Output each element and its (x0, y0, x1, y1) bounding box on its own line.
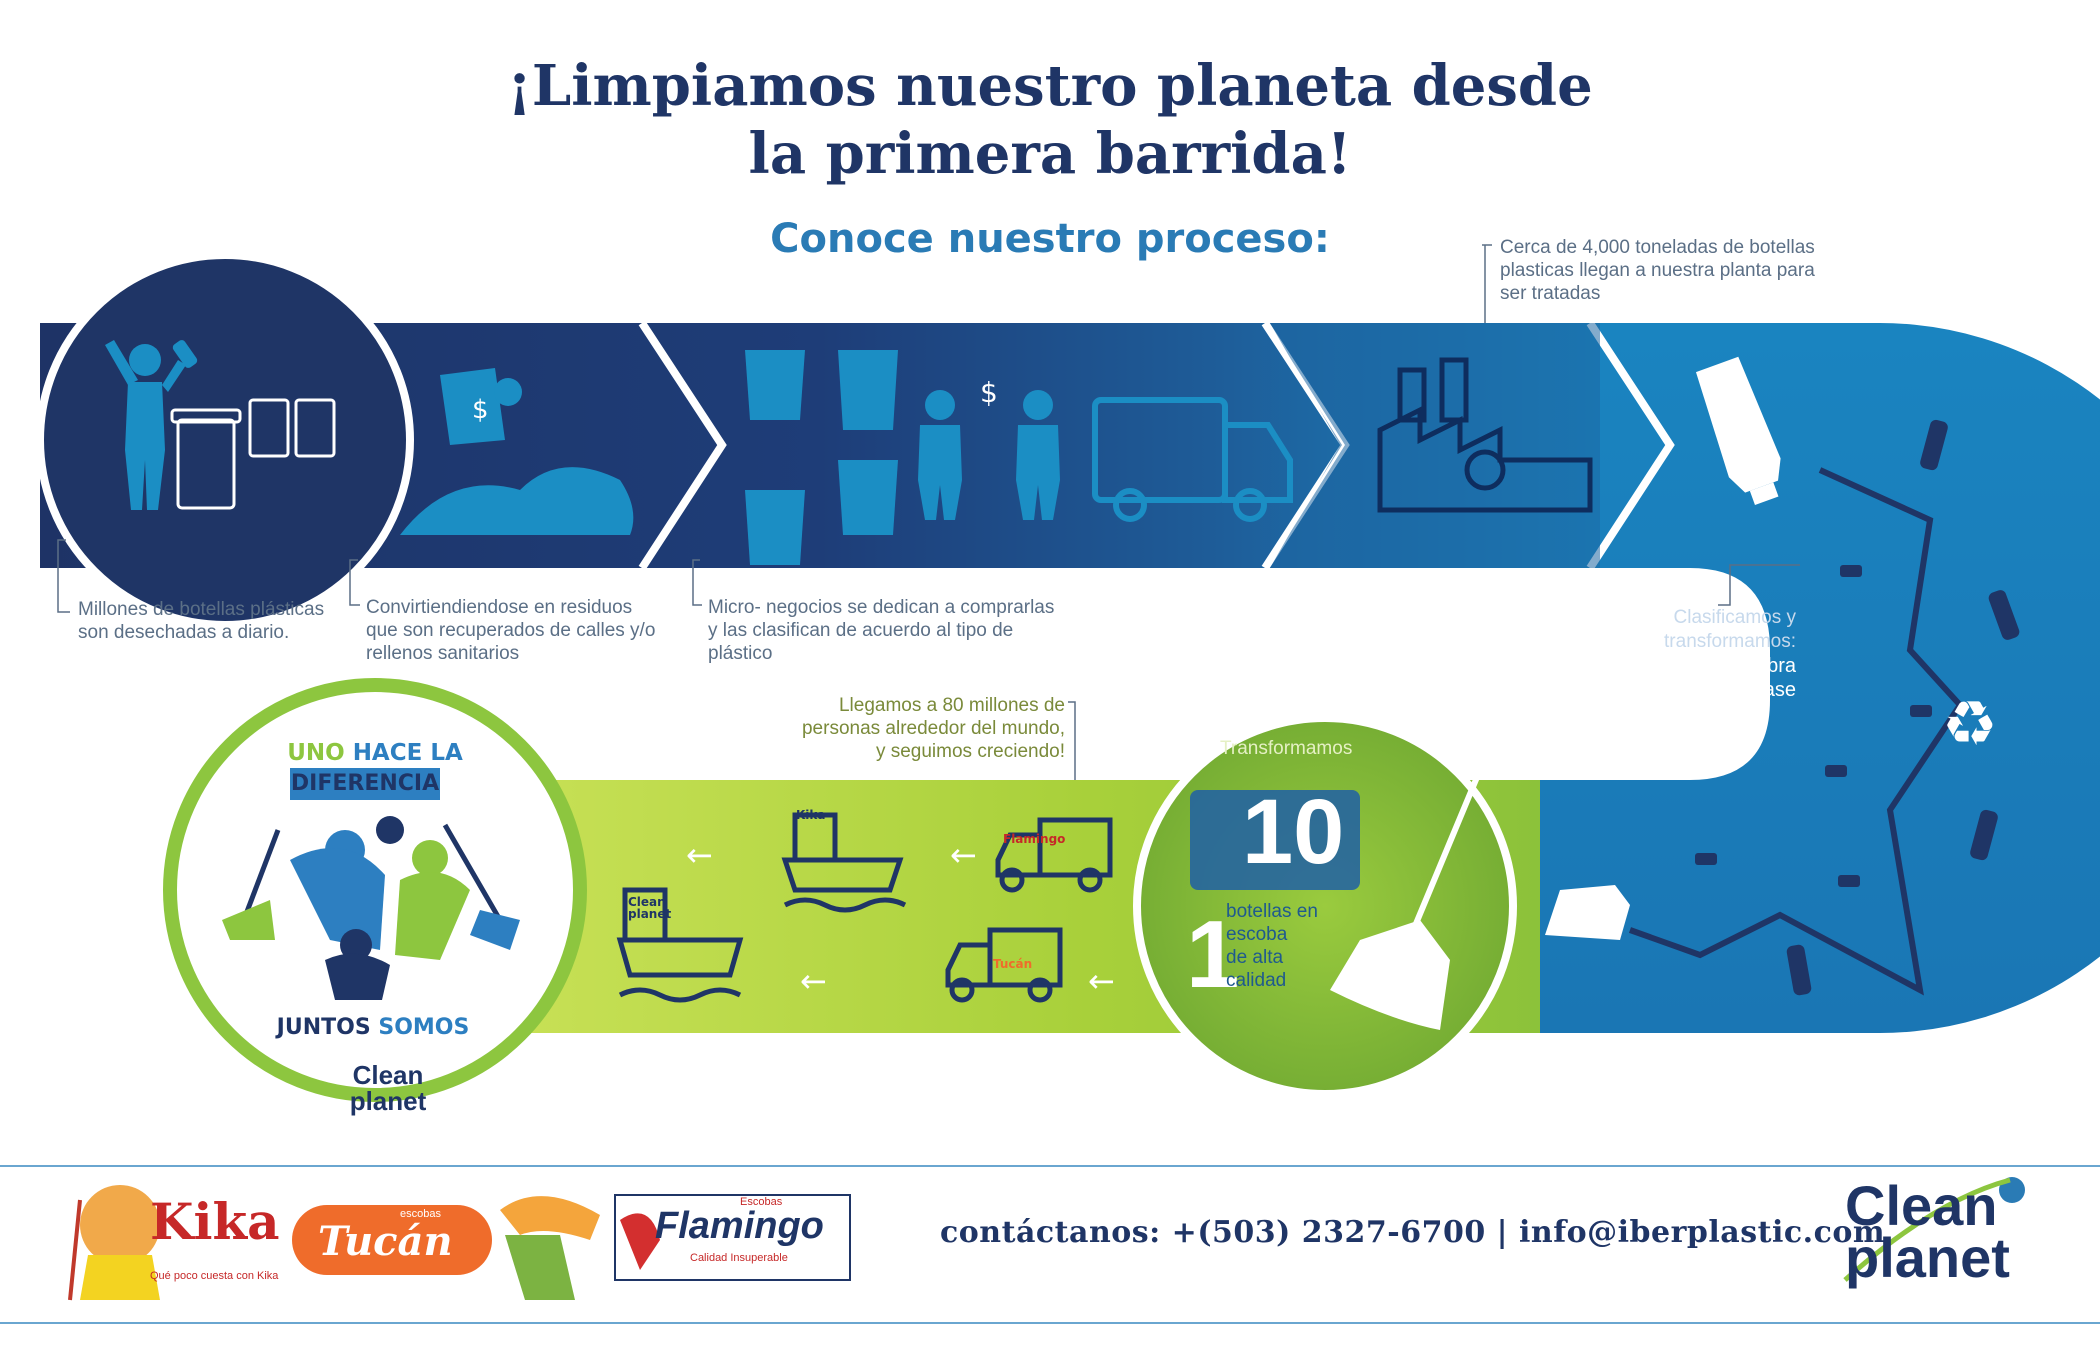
page-title: ¡Limpiamos nuestro planeta desde la prim… (0, 52, 2100, 188)
flamingo-logo-icon (614, 1194, 851, 1281)
recycle-icon: ♻ (1942, 687, 1998, 760)
footer-top-line (0, 1165, 2100, 1167)
caption-step-2: Convirtiendiendose en residuos que son r… (366, 597, 656, 664)
broom-head-icon (1545, 885, 1630, 940)
cap-shapes (1695, 565, 1932, 887)
cleanplanet-footer-logo: Clean planet (1845, 1174, 2015, 1289)
arrow-left-icon-3: ← (800, 962, 827, 1000)
transform-text-line-4: calidad (1226, 970, 1287, 991)
tucan-logo: Tucán (318, 1218, 453, 1265)
caption-leaders (57, 244, 1800, 780)
flamingo-small: Escobas (740, 1196, 783, 1208)
person-bins-icon (105, 340, 198, 510)
chevron-inner-light (1586, 320, 1675, 571)
tucan-small: escobas (400, 1208, 441, 1220)
cleanplanet-footer-planet: planet (1845, 1226, 2010, 1289)
big-number-one: 1 (1186, 901, 1240, 1008)
truck-icon-2 (945, 927, 1063, 1003)
caption-step-7: Llegamos a 80 millones de personas alred… (801, 695, 1065, 762)
badge-hace-la: HACE LA (352, 740, 463, 766)
subtitle: Conoce nuestro proceso: (770, 216, 1330, 262)
transform-text-line-3: de alta (1226, 947, 1284, 968)
caption-step-5: Clasificamos y transformamos: botellas= … (1540, 606, 1796, 702)
ship-label-clean-a: Clean (628, 895, 666, 909)
ship-label-kika: Kika (796, 808, 826, 822)
flamingo-tagline: Calidad Insuperable (690, 1252, 788, 1264)
badge-diferencia: DIFERENCIA (290, 768, 440, 800)
badge-bottom: JUNTOS SOMOS (253, 1015, 493, 1040)
caption-step-1: Millones de botellas plásticas son desec… (78, 599, 325, 643)
arrow-left-icon-1: ← (686, 836, 713, 874)
caption-step-5-line-2: transformamos: (1664, 631, 1796, 652)
plastic-bottle-icon (1695, 356, 1781, 506)
ship-label-clean: Clean planet (628, 896, 671, 920)
traders-icon (918, 390, 1060, 520)
trash-pile-icon (400, 368, 634, 535)
kika-logo: Kika (150, 1192, 280, 1251)
caption-step-4: Cerca de 4,000 toneladas de botellas pla… (1500, 237, 1815, 304)
transform-heading: Transformamos (1220, 738, 1353, 759)
big-number-ten: 10 (1242, 781, 1345, 883)
kika-logo-icon (68, 1185, 160, 1301)
cleanplanet-footer-clean: Clean (1845, 1174, 1998, 1237)
bottle-baskets-icon (745, 350, 898, 565)
caption-step-5-line-1: Clasificamos y (1673, 607, 1796, 628)
sorting-line (1628, 467, 1964, 996)
cleanplanet-footer-globe-icon (1843, 1177, 2025, 1282)
ship-label-clean-b: planet (628, 907, 672, 921)
badge-logo-planet: planet (349, 1086, 427, 1116)
distribution-icons (616, 812, 1113, 1003)
transform-text-line-2: escoba (1226, 924, 1288, 945)
bottles-group-icon (1190, 790, 1360, 890)
truck-label-tucan: Tucán (993, 957, 1033, 971)
trade-dollar-icon: $ (980, 376, 998, 409)
factory-icon (1377, 357, 1593, 513)
arrow-left-icon-4: ← (1088, 962, 1115, 1000)
badge-logo: Clean planet (328, 1062, 448, 1114)
flamingo-logo: Flamingo (655, 1205, 824, 1247)
truck-icon-1 (995, 817, 1113, 893)
badge-uno: UNO (287, 740, 345, 766)
tucan-logo-icon (292, 1196, 600, 1300)
bottle-shapes (1786, 419, 2020, 996)
badge-logo-clean: Clean (352, 1060, 424, 1090)
title-line-2: la primera barrida! (748, 121, 1352, 187)
footer-bottom-line (0, 1322, 2100, 1324)
left-circle (36, 251, 414, 629)
truck-label-flamingo: Flamingo (1003, 832, 1066, 846)
caption-step-3: Micro- negocios se dedican a comprarlas … (708, 597, 1055, 664)
broom-icon (1330, 768, 1483, 1030)
ship-icon-2 (616, 887, 744, 1003)
title-line-1: ¡Limpiamos nuestro planeta desde (507, 53, 1593, 119)
dollar-icon: $ (472, 395, 489, 425)
family-figures-icon (222, 816, 520, 1000)
badge-somos: SOMOS (378, 1015, 470, 1040)
badge-juntos: JUNTOS (276, 1015, 371, 1040)
arrow-left-icon-2: ← (950, 836, 977, 874)
transform-text: botellas en escoba de alta calidad (1226, 900, 1346, 992)
badge-top: UNO HACE LA (220, 740, 530, 766)
contact-info: contáctanos: +(503) 2327-6700 | info@ibe… (940, 1215, 1886, 1250)
bins-icon (170, 398, 336, 510)
caption-step-5-line-3: botellas= fibra (1670, 655, 1796, 677)
ship-icon-1 (781, 812, 907, 913)
transform-text-line-1: botellas en (1226, 901, 1318, 922)
caption-step-5-line-4: tapón y etiqueta= base (1593, 679, 1796, 701)
kika-tagline: Qué poco cuesta con Kika (150, 1270, 279, 1282)
delivery-truck-icon (1092, 397, 1293, 522)
